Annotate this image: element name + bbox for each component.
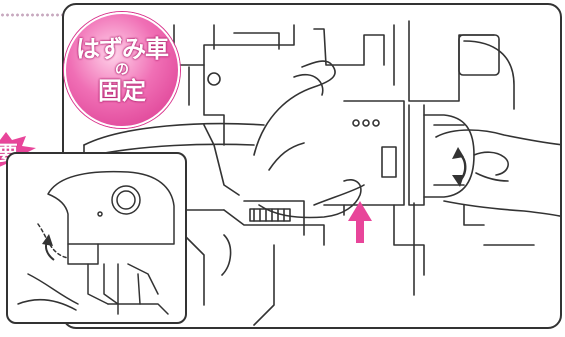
rotation-direction-icon [42,234,55,261]
badge-line-2: の [115,62,129,78]
dotted-rule [0,12,80,18]
rotation-arrow-icon [452,147,467,187]
handwheel-lock-badge: はずみ車 の 固定 [64,12,180,128]
push-up-arrow-icon [348,201,372,243]
badge-line-1: はずみ車 [76,35,169,63]
inset-sewing-illustration [17,170,175,315]
inset-illustration-panel [6,152,187,324]
badge-line-3: 固定 [98,77,146,105]
sewing-machine-illustration [83,20,560,326]
